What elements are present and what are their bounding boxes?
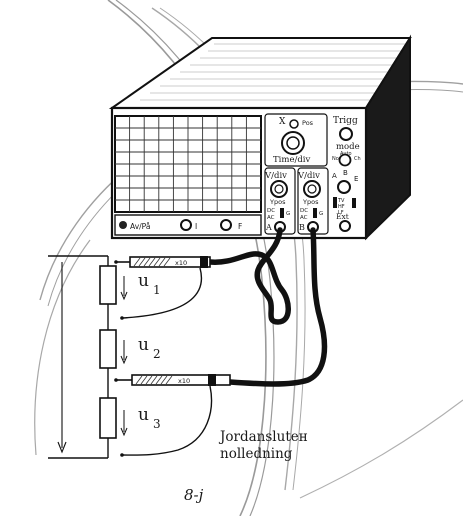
mode-label: mode [336, 142, 360, 152]
probe-lower-body [131, 374, 231, 386]
u3-label: u [138, 405, 149, 425]
ext-label: Ext [336, 212, 349, 221]
node-top-dot [114, 260, 118, 264]
resistor-2 [99, 329, 117, 369]
channel-a-vdiv-knob-inner [274, 184, 284, 194]
background-arc-4 [34, 239, 91, 456]
trig-src-b-label: B [343, 169, 348, 177]
channel-b-vdiv-label: V/div [297, 171, 320, 181]
power-switch[interactable] [119, 221, 127, 229]
probe-upper-ground-lead [121, 267, 203, 319]
resistor-1 [99, 265, 117, 305]
pos-label: Pos [302, 119, 314, 127]
oscilloscope: Av/På I F X Pos Time/div Trigg mode Auto… [108, 34, 412, 241]
u2-arrowhead [120, 355, 128, 365]
probe-upper-x10: x10 [175, 259, 187, 267]
u1-label: u [138, 271, 149, 291]
channel-a-vdiv-label: V/div [264, 171, 287, 181]
probe-lower-x10: x10 [178, 377, 190, 385]
focus-knob[interactable] [220, 219, 232, 231]
channel-b-ac-label: AC [300, 215, 308, 221]
node-bottom-dot [120, 453, 124, 457]
node-mid-dot [120, 316, 124, 320]
u1-subscript: 1 [153, 283, 161, 297]
ground-label-line2: nolledning [220, 446, 293, 462]
channel-a-ac-label: AC [267, 215, 275, 221]
hf-label: HF [338, 204, 345, 210]
ground-label-line1: Jordanslutен [218, 429, 308, 445]
u3-arrowhead [120, 427, 128, 437]
trig-src-e-label: E [354, 175, 358, 183]
channel-b-ypos-label: Ypos [302, 198, 319, 206]
intensity-label: I [195, 222, 197, 231]
probe-lower-ground-lead [121, 385, 213, 456]
trigger-source-knob[interactable] [337, 180, 351, 194]
ext-trigger-jack[interactable] [339, 220, 351, 232]
probe-cable-a [207, 227, 291, 325]
channel-a-dc-label: DC [267, 208, 275, 214]
probe-upper-collar [200, 256, 208, 268]
time-div-label: Time/div [273, 155, 311, 165]
trig-src-a-label: A [332, 172, 337, 180]
u2-label: u [138, 335, 149, 355]
u2-subscript: 2 [153, 347, 161, 361]
focus-label: F [238, 222, 242, 231]
channel-b-coupling-switch[interactable] [313, 208, 317, 218]
trigger-coupling-switch[interactable] [333, 197, 337, 208]
x-position-knob[interactable] [289, 119, 299, 129]
trigger-mode-knob[interactable] [338, 153, 352, 167]
lf-label: LF [338, 210, 344, 216]
x-label: X [279, 117, 286, 127]
trigger-coupling-switch-2[interactable] [352, 198, 356, 208]
channel-a-g-label: G [286, 211, 290, 217]
circuit [48, 255, 128, 459]
node-low-dot [114, 378, 118, 382]
time-div-knob-inner [286, 136, 300, 150]
figure-label: 8-j [184, 486, 204, 504]
resistor-3 [99, 397, 117, 439]
channel-a-ypos-label: Ypos [269, 198, 286, 206]
channel-b-dc-label: DC [300, 208, 308, 214]
channel-a-coupling-switch[interactable] [280, 208, 284, 218]
channel-b-input-label: B [299, 223, 305, 232]
channel-b-vdiv-knob-inner [307, 184, 317, 194]
scope-screen-graticule [115, 116, 261, 212]
channel-a-input-label: A [265, 223, 272, 232]
trigg-label: Trigg [333, 116, 358, 126]
probe-cable-b [227, 227, 328, 387]
power-switch-label: Av/På [130, 222, 150, 231]
u1-arrowhead [120, 291, 128, 301]
background-arc-5 [299, 399, 463, 499]
channel-b-g-label: G [319, 211, 323, 217]
tv-label: TV [337, 198, 345, 204]
total-voltage-arrowhead [57, 441, 67, 454]
probe-lower-collar [208, 374, 216, 386]
ch-label: Ch [354, 156, 361, 162]
background-arc-1 [107, 0, 267, 516]
scope-top-face [108, 37, 412, 109]
probe-upper-body [129, 256, 211, 268]
probe-lower[interactable]: x10 [116, 374, 231, 456]
intensity-knob[interactable] [180, 219, 192, 231]
u3-subscript: 3 [153, 417, 161, 431]
probe-upper[interactable]: x10 [116, 256, 211, 319]
trigger-level-knob[interactable] [339, 127, 353, 141]
